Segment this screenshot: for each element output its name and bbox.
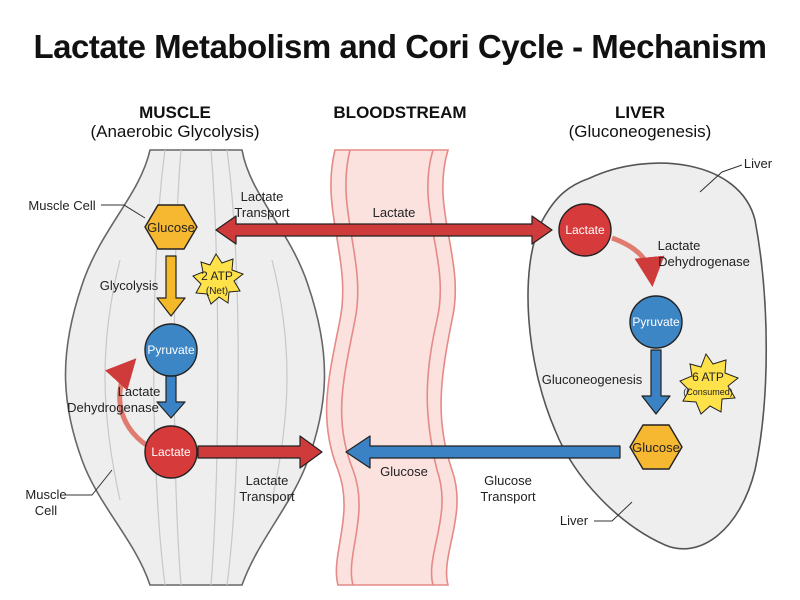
- liver-corner-label: Liver: [744, 156, 773, 171]
- bottom-transport-label-2: Transport: [239, 489, 295, 504]
- blood-column-heading: BLOODSTREAM: [300, 103, 500, 123]
- gluconeogenesis-label: Gluconeogenesis: [542, 372, 643, 387]
- muscle-cell-top-leader: [101, 204, 146, 219]
- glucose-transport-label-1: Glucose: [484, 473, 532, 488]
- blood-glucose-label: Glucose: [380, 464, 428, 479]
- muscle-lactate-to-pyruvate-arrow: [105, 358, 150, 449]
- liver-pyruvate-to-glucose-arrow: [641, 349, 671, 415]
- liver-bottom-label: Liver: [560, 513, 589, 528]
- muscle-cell-bottom-label-2: Cell: [35, 503, 58, 518]
- muscle-cell-bottom-label-1: Muscle: [25, 487, 66, 502]
- atp-2-note: (Net): [206, 286, 228, 297]
- muscle-pyruvate-to-lactate-arrow: [156, 375, 186, 419]
- liver-lactate-label: Lactate: [565, 223, 605, 237]
- muscle-pyruvate-label: Pyruvate: [147, 343, 195, 357]
- muscle-pyruvate-node: [144, 323, 198, 377]
- top-transport-label-1: Lactate: [241, 189, 284, 204]
- atp-6-note: (Consumed): [683, 387, 733, 397]
- muscle-lactate-label: Lactate: [151, 445, 191, 459]
- liver-column-heading: LIVER (Gluconeogenesis): [540, 103, 740, 141]
- muscle-column-heading: MUSCLE (Anaerobic Glycolysis): [60, 103, 290, 141]
- top-transport-label-2: Transport: [234, 205, 290, 220]
- liver-glucose-hexagon: [629, 424, 683, 470]
- glycolysis-arrow: [156, 255, 186, 317]
- bottom-transport-label-1: Lactate: [246, 473, 289, 488]
- muscle-lactate-node: [144, 425, 198, 479]
- blood-heading: BLOODSTREAM: [333, 103, 467, 122]
- liver-lactate-node: [558, 203, 612, 257]
- muscle-subheading: (Anaerobic Glycolysis): [90, 121, 260, 141]
- glucose-to-blood-arrow: [345, 435, 621, 469]
- blood-lactate-label: Lactate: [373, 205, 416, 220]
- liver-pyruvate-node: [629, 295, 683, 349]
- muscle-cell-top-label: Muscle Cell: [28, 198, 95, 213]
- muscle-ldh-label-2: Dehydrogenase: [67, 400, 159, 415]
- atp-2-label: 2 ATP: [201, 269, 233, 283]
- glucose-transport-label-2: Transport: [480, 489, 536, 504]
- atp-6-starburst: [679, 352, 739, 415]
- liver-ldh-label-2: Dehydrogenase: [658, 254, 750, 269]
- liver-heading: LIVER: [614, 103, 666, 122]
- liver-lactate-to-pyruvate-arrow: [611, 235, 665, 287]
- atp-6-label: 6 ATP: [692, 370, 724, 384]
- liver-ldh-label-1: Lactate: [658, 238, 701, 253]
- liver-bottom-leader: [594, 501, 633, 522]
- lactate-to-blood-arrow: [197, 435, 323, 469]
- muscle-ldh-label-1: Lactate: [118, 384, 161, 399]
- muscle-cell-bottom-leader: [66, 469, 113, 496]
- lactate-transport-arrow-top: [215, 215, 553, 245]
- page-title: Lactate Metabolism and Cori Cycle - Mech…: [33, 28, 767, 65]
- muscle-cell: [64, 149, 326, 586]
- muscle-glucose-hexagon: [144, 204, 198, 250]
- glycolysis-label: Glycolysis: [100, 278, 159, 293]
- liver-corner-leader: [699, 164, 743, 193]
- liver-pyruvate-label: Pyruvate: [632, 315, 680, 329]
- muscle-heading: MUSCLE: [139, 103, 211, 122]
- muscle-glucose-label: Glucose: [147, 220, 195, 235]
- atp-2-starburst: [192, 253, 245, 305]
- liver-glucose-label: Glucose: [632, 440, 680, 455]
- liver-subheading: (Gluconeogenesis): [568, 121, 712, 141]
